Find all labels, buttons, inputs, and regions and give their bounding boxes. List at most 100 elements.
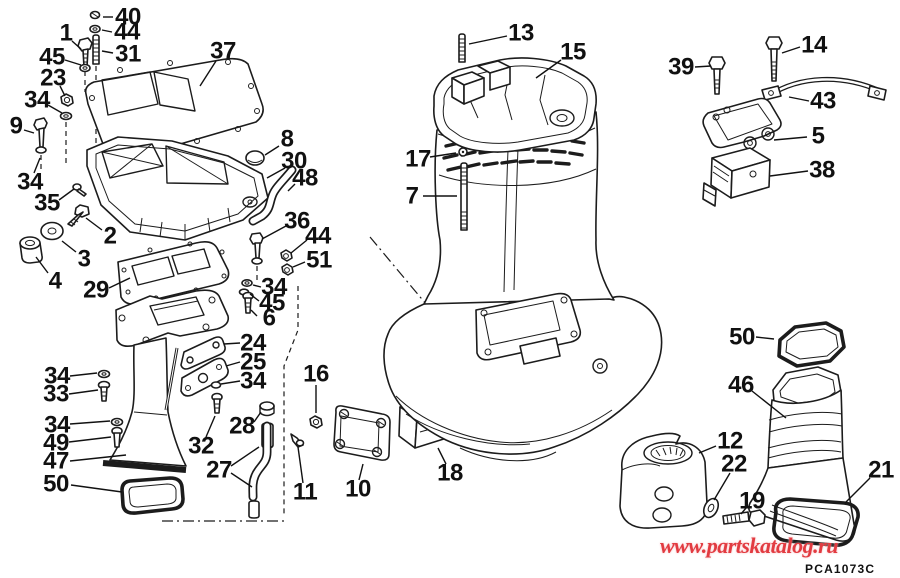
part-number-21: 21 (868, 457, 894, 484)
washer-3 (40, 221, 64, 241)
leader-line-27 (230, 446, 260, 467)
gasket-50-left (120, 476, 185, 515)
part-number-12: 12 (717, 428, 743, 455)
stud-31 (92, 34, 100, 65)
part-number-45: 45 (259, 290, 285, 317)
part-number-45: 45 (39, 44, 65, 71)
leader-line-50 (70, 484, 123, 493)
link-plates-24-25 (180, 336, 229, 397)
bolt-2 (67, 204, 90, 227)
hole-17 (458, 147, 468, 157)
leader-line-13 (468, 35, 508, 45)
leader-line-18 (437, 447, 447, 465)
water-hose-48 (248, 165, 297, 226)
bolt-14 (765, 36, 783, 82)
part-number-44: 44 (114, 19, 141, 46)
part-number-8: 8 (281, 126, 294, 153)
bolt-49 (111, 426, 123, 448)
leader-line-34 (33, 157, 41, 174)
part-number-29: 29 (83, 277, 109, 304)
part-number-22: 22 (721, 451, 747, 478)
leader-line-27 (230, 472, 253, 488)
leader-line-14 (781, 46, 801, 54)
part-number-28: 28 (229, 413, 255, 440)
watermark-text: www.partskatalog.ru (660, 533, 838, 558)
part-number-49: 49 (43, 430, 69, 457)
part-number-16: 16 (303, 361, 329, 388)
part-number-6: 6 (263, 305, 276, 332)
leader-line-29 (108, 277, 131, 289)
part-number-34: 34 (240, 368, 267, 395)
leader-line-48 (287, 183, 296, 192)
leader-line-38 (769, 170, 809, 177)
leader-line-6 (250, 309, 258, 317)
leader-line-45 (249, 293, 260, 302)
leader-line-17 (429, 152, 457, 158)
part-number-3: 3 (78, 246, 91, 273)
washer-45-a (79, 63, 91, 73)
ground-strap-43 (761, 76, 887, 101)
leader-line-3 (61, 240, 77, 253)
leader-line-21 (844, 477, 871, 504)
washer-34-c (241, 278, 253, 287)
part-number-39: 39 (668, 54, 694, 81)
part-number-47: 47 (43, 448, 69, 475)
part-number-34: 34 (24, 87, 51, 114)
part-number-23: 23 (40, 65, 66, 92)
gasket-50-right (777, 321, 846, 368)
leader-line-34 (220, 380, 241, 385)
leader-line-43 (788, 96, 810, 102)
leader-line-47 (69, 454, 127, 462)
leader-line-1 (71, 40, 82, 50)
part-number-34: 34 (44, 363, 71, 390)
leader-line-12 (698, 445, 717, 454)
leader-line-37 (199, 60, 217, 87)
washer-34-f (110, 417, 124, 427)
bolt-33 (97, 380, 111, 402)
leader-line-8 (264, 145, 280, 156)
part-number-51: 51 (306, 247, 332, 274)
gasket-21 (772, 497, 860, 547)
leader-line-34 (252, 284, 262, 288)
leader-line-35 (58, 188, 75, 201)
leader-line-36 (261, 225, 287, 240)
washer-34-a (59, 111, 73, 121)
screw-40 (89, 10, 101, 20)
exhaust-tube-assembly-47 (102, 289, 230, 473)
leader-line-11 (297, 446, 304, 484)
leader-line-33 (68, 389, 99, 395)
part-number-4: 4 (49, 268, 63, 295)
part-number-18: 18 (437, 460, 463, 487)
part-number-44: 44 (305, 223, 332, 250)
exhaust-housing-15 (383, 57, 663, 462)
part-number-46: 46 (728, 372, 754, 399)
part-number-50: 50 (729, 324, 755, 351)
part-number-34: 34 (44, 412, 71, 439)
bolt-19 (722, 509, 766, 527)
nut-51 (281, 263, 294, 276)
part-number-35: 35 (34, 190, 60, 217)
bolt-36 (249, 232, 264, 265)
part-number-31: 31 (115, 41, 141, 68)
diagram-code: PCA1073C (805, 562, 876, 576)
part-number-38: 38 (809, 157, 835, 184)
part-number-36: 36 (284, 208, 310, 235)
stud-7 (460, 162, 468, 231)
leader-line-22 (713, 472, 731, 501)
washer-44-a (89, 24, 101, 34)
part-number-33: 33 (43, 381, 69, 408)
module-38 (702, 147, 771, 207)
part-number-9: 9 (10, 113, 23, 140)
leader-line-51 (292, 261, 306, 268)
part-number-5: 5 (812, 123, 825, 150)
leader-line-44 (101, 29, 113, 33)
part-number-1: 1 (60, 20, 73, 47)
leader-line-44 (290, 239, 308, 254)
part-number-11: 11 (293, 479, 318, 506)
bolt-32 (211, 392, 223, 414)
part-number-43: 43 (810, 88, 836, 115)
leader-line-15 (535, 59, 562, 79)
